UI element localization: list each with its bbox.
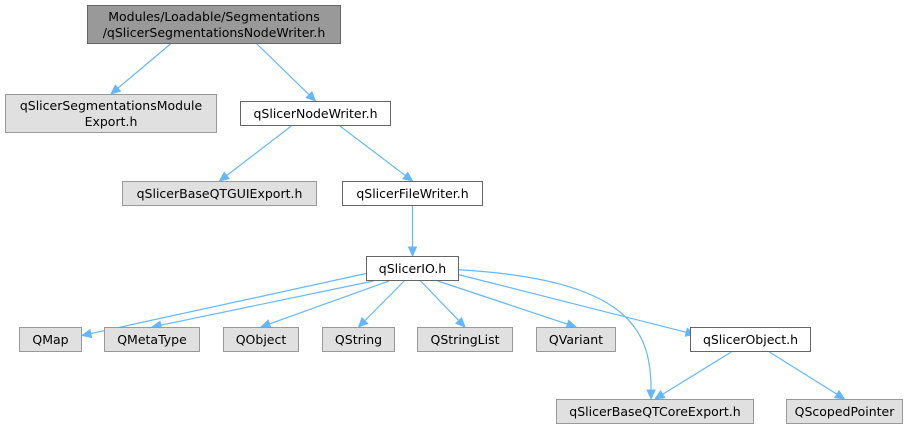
node-base-qtcore-export[interactable]: qSlicerBaseQTCoreExport.h — [556, 399, 754, 424]
edge-io-qstring — [364, 280, 405, 322]
edge-io-slicerObject — [458, 274, 687, 333]
node-label: QMetaType — [117, 331, 187, 347]
edge-arrowhead — [646, 389, 656, 401]
node-label: QVariant — [548, 331, 604, 347]
node-label: qSlicerObject.h — [702, 331, 799, 347]
edge-root-segExport — [117, 43, 171, 89]
edge-io-qvariant — [437, 280, 568, 325]
edge-arrowhead — [833, 389, 846, 400]
node-label: qSlicerBaseQTCoreExport.h — [569, 403, 741, 419]
edge-io-coreExport — [458, 269, 652, 391]
node-label: qSlicerIO.h — [378, 260, 447, 276]
node-qscopedpointer[interactable]: QScopedPointer — [786, 399, 903, 424]
edge-arrowhead — [402, 171, 414, 182]
node-qvariant[interactable]: QVariant — [536, 327, 616, 352]
node-label: QMap — [32, 331, 69, 347]
node-qstringlist[interactable]: QStringList — [417, 327, 513, 352]
edge-slicerObject-qscoped — [769, 351, 838, 395]
node-label: qSlicerFileWriter.h — [356, 185, 469, 201]
node-slicer-io[interactable]: qSlicerIO.h — [366, 256, 459, 281]
edge-arrowhead — [454, 316, 466, 328]
node-file-writer[interactable]: qSlicerFileWriter.h — [342, 181, 483, 206]
edge-arrowhead — [407, 246, 418, 258]
edge-slicerObject-coreExport — [662, 351, 732, 395]
edge-arrowhead — [357, 316, 369, 328]
edge-nodeWriter-guiExport — [226, 125, 292, 177]
node-label: QObject — [235, 331, 287, 347]
node-qstring[interactable]: QString — [322, 327, 395, 352]
node-label: QStringList — [430, 331, 500, 347]
node-base-qtgui-export[interactable]: qSlicerBaseQTGUIExport.h — [122, 181, 317, 206]
node-label: QString — [334, 331, 383, 347]
node-qobject[interactable]: QObject — [223, 327, 299, 352]
edge-io-qmetatype — [160, 280, 374, 326]
node-qmetatype[interactable]: QMetaType — [104, 327, 200, 352]
node-label: QScopedPointer — [794, 403, 895, 419]
node-segmentations-node-writer[interactable]: Modules/Loadable/Segmentations /qSlicerS… — [87, 5, 341, 44]
edge-arrowhead — [218, 171, 230, 182]
edge-root-nodeWriter — [256, 43, 310, 96]
edge-nodeWriter-fileWriter — [339, 125, 406, 177]
edge-io-qstringlist — [420, 280, 460, 321]
node-slicer-object[interactable]: qSlicerObject.h — [690, 327, 811, 352]
edge-arrowhead — [653, 389, 666, 400]
edge-io-qmap — [90, 272, 367, 335]
node-label: qSlicerBaseQTGUIExport.h — [136, 185, 303, 201]
node-label: qSlicerNodeWriter.h — [253, 105, 378, 121]
node-segmentations-module-export[interactable]: qSlicerSegmentationsModule Export.h — [5, 94, 217, 133]
edge-arrowhead — [80, 328, 93, 339]
edge-arrowhead — [305, 90, 317, 102]
node-qmap[interactable]: QMap — [19, 327, 82, 352]
node-node-writer[interactable]: qSlicerNodeWriter.h — [240, 101, 391, 126]
node-label: Modules/Loadable/Segmentations /qSlicerS… — [102, 8, 326, 40]
edge-arrowhead — [110, 84, 122, 95]
edge-io-qobject — [269, 280, 390, 325]
node-label: qSlicerSegmentationsModule Export.h — [19, 97, 203, 129]
